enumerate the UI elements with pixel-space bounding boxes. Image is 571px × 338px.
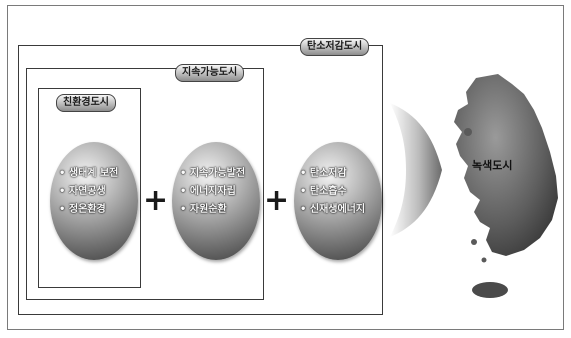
carbon-reduction-city-label: 탄소저감도시 (300, 38, 370, 56)
carbon-reduction-city-box (18, 45, 383, 315)
list-item: • 신재생에너지 (300, 204, 366, 215)
sustainable-city-box (26, 68, 264, 300)
eco-sphere (50, 142, 138, 260)
list-item: • 자원순환 (180, 204, 227, 215)
list-item: • 정온환경 (59, 204, 106, 215)
carbon-items: • 탄소저감 • 탄소흡수 • 신재생에너지 (300, 165, 365, 219)
sustainable-sphere (172, 142, 260, 260)
carbon-sphere (294, 142, 382, 260)
sustainable-items: • 지속가능발전 • 에너지자립 • 자원순환 (180, 165, 245, 219)
eco-city-box (38, 88, 141, 288)
korea-map-icon (454, 74, 558, 298)
plus-icon: + (264, 183, 290, 218)
eco-city-label: 친환경도시 (56, 94, 116, 112)
list-item: • 에너지자립 (180, 186, 236, 197)
green-city-label: 녹색도시 (472, 159, 513, 172)
eco-items: • 생태계 보전 • 자연공생 • 정온환경 (59, 165, 118, 219)
list-item: • 탄소저감 (300, 168, 347, 179)
plus-icon: + (143, 183, 169, 218)
outer-border (7, 5, 564, 330)
list-item: • 지속가능발전 (180, 168, 246, 179)
list-item: • 생태계 보전 (59, 168, 119, 179)
gradient-arrow-icon (390, 103, 442, 237)
list-item: • 자연공생 (59, 186, 106, 197)
sustainable-city-label: 지속가능도시 (175, 64, 245, 82)
list-item: • 탄소흡수 (300, 186, 347, 197)
